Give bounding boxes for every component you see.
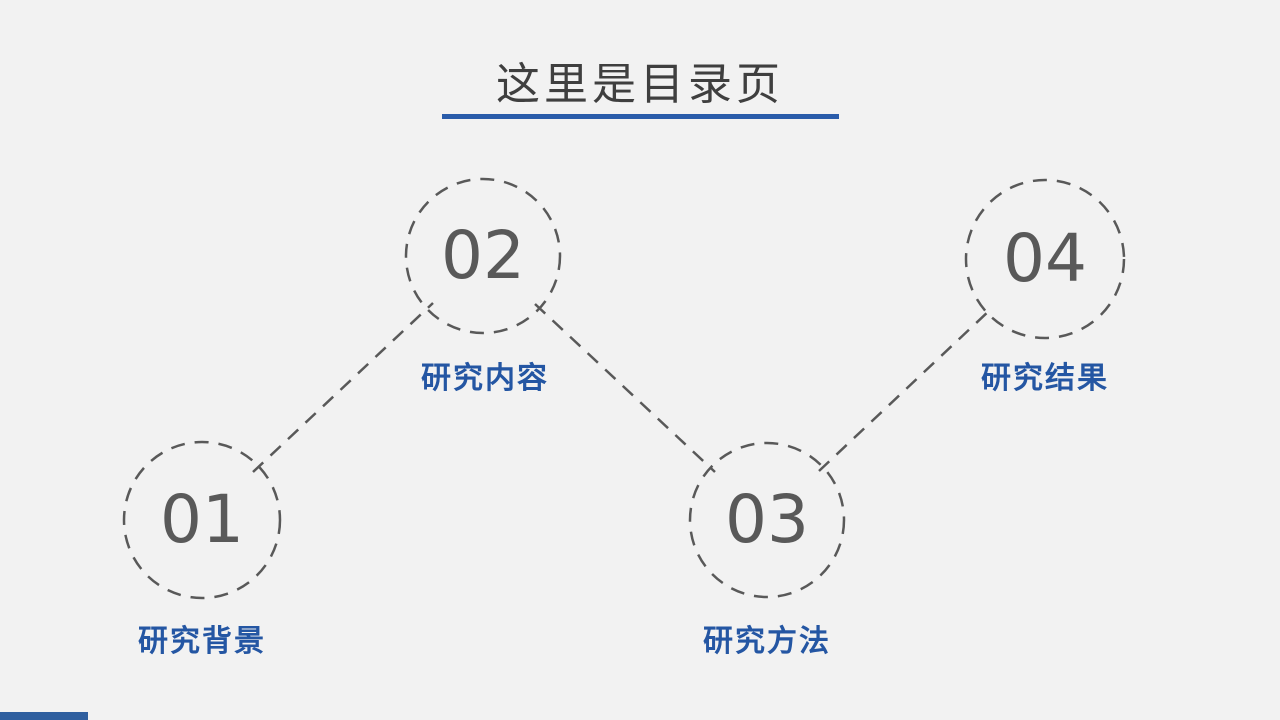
toc-circle-04 <box>964 178 1126 340</box>
toc-circle-02 <box>404 177 562 335</box>
page-title: 这里是目录页 <box>496 60 784 109</box>
toc-circle-03 <box>688 441 846 599</box>
toc-circle-01 <box>122 440 282 600</box>
toc-number-04: 04 <box>1003 220 1087 297</box>
connector-line-01-02 <box>252 302 434 473</box>
toc-label-research-methods: 研究方法 <box>703 625 831 658</box>
toc-number-03: 03 <box>725 481 809 558</box>
toc-label-research-results: 研究结果 <box>981 362 1109 395</box>
toc-label-research-content: 研究内容 <box>421 362 549 395</box>
toc-number-01: 01 <box>160 481 244 558</box>
title-underline <box>442 114 839 119</box>
connector-line-03-04 <box>818 308 992 472</box>
toc-label-research-background: 研究背景 <box>138 625 266 658</box>
toc-number-02: 02 <box>441 217 525 294</box>
connector-line-02-03 <box>534 303 716 473</box>
footer-accent-bar <box>0 712 88 720</box>
